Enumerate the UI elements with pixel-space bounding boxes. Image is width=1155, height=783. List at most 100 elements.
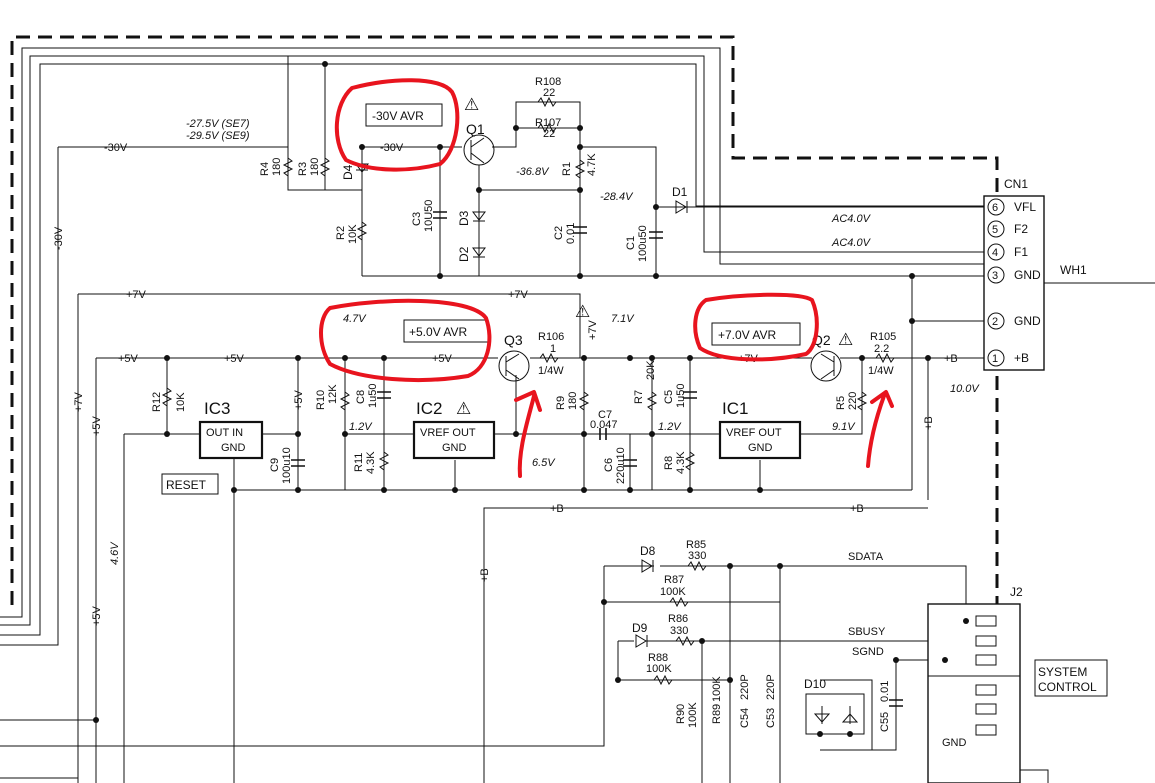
ic3-name: IC3 <box>204 399 230 418</box>
r85-label: R85 <box>686 539 706 551</box>
ic1-name: IC1 <box>722 399 748 418</box>
ic3-pins: OUT IN <box>206 427 243 439</box>
rail-pos7-label-2: +7V <box>508 289 529 301</box>
ic2-gnd: GND <box>442 442 467 454</box>
r8-value: 4.3K <box>675 451 687 474</box>
r3-value: 180 <box>309 158 321 176</box>
ic2-pins: VREF OUT <box>420 427 476 439</box>
cn1-pin-6-num: 6 <box>992 202 998 214</box>
cn1-pin-5-label: F2 <box>1014 222 1028 236</box>
c9-label: C9 <box>269 458 281 472</box>
r7-label: R7 <box>633 390 645 404</box>
c8-label: C8 <box>355 390 367 404</box>
j2-label: J2 <box>1010 585 1023 599</box>
voltage-ac1: AC4.0V <box>831 213 872 225</box>
r9-label: R9 <box>555 396 567 410</box>
rail-pos5-label-2: +5V <box>224 353 245 365</box>
r88-label: R88 <box>648 652 668 664</box>
c55-value: 0.01 <box>879 681 891 702</box>
system-control-section <box>0 507 1108 783</box>
rail-pos5-vertical: +5V <box>91 415 103 436</box>
ic3-gnd: GND <box>221 442 246 454</box>
c3-value: 10U50 <box>423 200 435 232</box>
cn1-name: CN1 <box>1004 177 1028 191</box>
voltage-v47: 4.7V <box>343 313 367 325</box>
cn1-pin-2-num: 2 <box>992 316 998 328</box>
r87-value: 100K <box>660 586 686 598</box>
q2-caution-icon: ⚠ <box>838 330 853 349</box>
voltage-v12a: 1.2V <box>349 421 373 433</box>
r87-label: R87 <box>664 574 684 586</box>
rail-pos7-vertical-2: +7V <box>73 391 85 412</box>
ic1: VREF OUT GND IC1 <box>718 399 802 460</box>
c54-label: C54 <box>739 708 751 728</box>
d2-label: D2 <box>457 246 471 262</box>
rail-posb-label-3: +B <box>850 503 864 515</box>
r11-label: R11 <box>353 453 365 472</box>
r7-value: 20K <box>645 360 657 380</box>
r108-label: R108 <box>535 76 561 88</box>
r88-value: 100K <box>646 663 672 675</box>
r90-value: 100K <box>687 702 699 728</box>
c1-label: C1 <box>625 236 637 250</box>
r11-value: 4.3K <box>365 451 377 474</box>
r90-label: R90 <box>675 704 687 724</box>
rail-pos5-label: +5V <box>118 353 139 365</box>
r107-label: R107 <box>535 117 561 129</box>
c3-label: C3 <box>411 212 423 226</box>
voltage-v91: 9.1V <box>832 421 856 433</box>
rail-neg30-label-2: -30V <box>380 142 404 154</box>
reset-label: RESET <box>166 478 207 492</box>
r5-value: 220 <box>847 392 859 410</box>
rail-pos5-label-3: +5V <box>432 353 453 365</box>
r89-label: R89 <box>711 704 723 724</box>
cn1-pin-6-label: VFL <box>1014 200 1036 214</box>
rail-posb-label: +B <box>944 353 958 365</box>
d1-label: D1 <box>672 185 688 199</box>
r106-value: 1 <box>550 343 556 355</box>
signal-sbusy: SBUSY <box>848 626 886 638</box>
component-labels: R108 22 R107 22 R106 1 1/4W R105 2.2 1/4… <box>151 76 896 732</box>
cn1-pin-1-label: +B <box>1014 351 1029 365</box>
red-arrow-q2 <box>866 390 894 468</box>
r86-value: 330 <box>670 625 688 637</box>
voltage-v46: 4.6V <box>109 541 121 565</box>
r9-value: 180 <box>567 392 579 410</box>
red-annotations <box>319 78 894 478</box>
rail-pos5-vertical-3: +5V <box>91 605 103 626</box>
d10-label: D10 <box>804 677 826 691</box>
c53-value: 220P <box>765 674 777 700</box>
c54-value: 220P <box>739 674 751 700</box>
ic2: VREF OUT GND IC2 ⚠ <box>412 399 496 460</box>
avr7-label: +7.0V AVR <box>718 328 776 342</box>
d9-label: D9 <box>632 621 648 635</box>
r5-label: R5 <box>835 396 847 410</box>
c7-label: C7 <box>598 409 612 421</box>
c2-value: 0.01 <box>565 223 577 244</box>
q1-label: Q1 <box>466 121 485 137</box>
signal-sgnd: SGND <box>852 646 884 658</box>
r8-label: R8 <box>663 456 675 470</box>
q3-label: Q3 <box>504 332 523 348</box>
r12-value: 10K <box>175 392 187 412</box>
avr5-label: +5.0V AVR <box>409 325 467 339</box>
c5-label: C5 <box>663 390 675 404</box>
d3-label: D3 <box>457 210 471 226</box>
cn1-pin-5-num: 5 <box>992 224 998 236</box>
voltage-v12b: 1.2V <box>658 421 682 433</box>
j2-gnd-label: GND <box>942 737 967 749</box>
system-control-label-1: SYSTEM <box>1038 665 1087 679</box>
wh1-label: WH1 <box>1060 263 1087 277</box>
r1-label: R1 <box>561 162 573 176</box>
d8-label: D8 <box>640 544 656 558</box>
r89-value: 100K <box>711 676 723 702</box>
left-bus-wires <box>0 47 986 646</box>
rail-neg30-label: -30V <box>104 142 128 154</box>
c8-value: 1u50 <box>367 384 379 408</box>
rail-pos5-vertical-2: +5V <box>293 389 305 410</box>
r2-label: R2 <box>335 226 347 240</box>
voltage-se7: -27.5V (SE7) <box>186 118 250 130</box>
r106-caution-icon: ⚠ <box>575 302 590 321</box>
rail-posb-vertical-2: +B <box>479 568 491 582</box>
